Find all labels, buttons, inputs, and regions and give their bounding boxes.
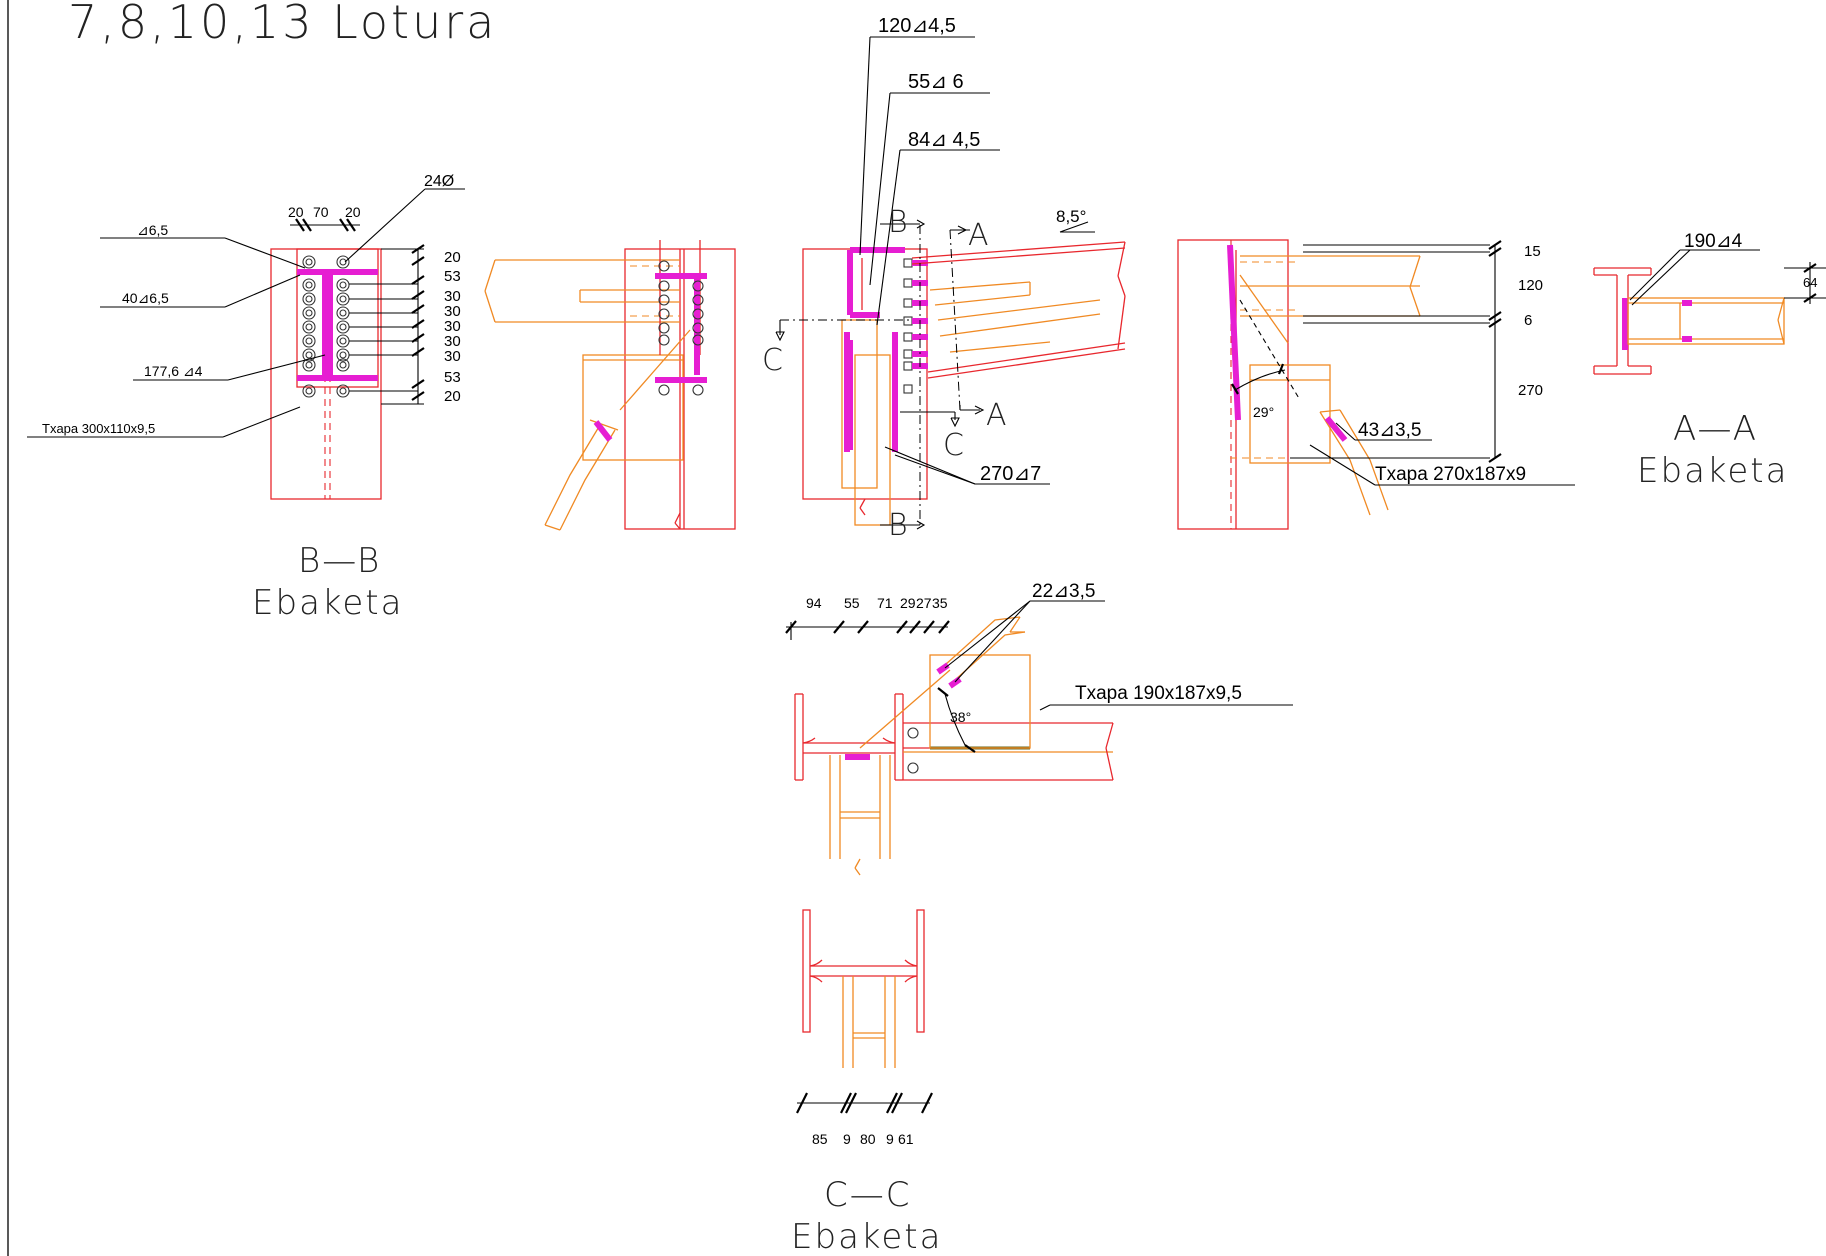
weld-label-120: 120⊿4,5 bbox=[878, 15, 956, 37]
plan-dim-94: 94 bbox=[806, 595, 822, 611]
aa-section-view bbox=[1593, 249, 1826, 375]
plan-dim-35: 35 bbox=[932, 595, 948, 611]
drawing-title: 7,8,10,13 Lotura bbox=[68, 0, 497, 49]
cc-view-labels: 85 9 80 9 61 C—C Ebaketa bbox=[791, 1131, 942, 1256]
aa-dim-64: 64 bbox=[1803, 275, 1817, 290]
plan-dim-29: 29 bbox=[900, 595, 916, 611]
bb-section-view bbox=[27, 188, 465, 500]
cut-a-top: A bbox=[968, 218, 989, 253]
brace-elevation-view bbox=[1177, 239, 1575, 530]
main-elevation-labels: 120⊿4,5 55⊿ 6 84⊿ 4,5 270⊿7 8,5° B B A A… bbox=[762, 15, 1086, 543]
aa-section-name: A—A bbox=[1673, 409, 1758, 449]
brace-weld-label: 43⊿3,5 bbox=[1358, 420, 1421, 441]
brace-plate-label: Txapa 270x187x9 bbox=[1375, 464, 1526, 485]
cc-dim-9a: 9 bbox=[843, 1131, 851, 1147]
plan-angle-label: 38° bbox=[950, 709, 971, 725]
cut-c-bottom: C bbox=[943, 428, 964, 463]
main-elevation-view bbox=[775, 36, 1126, 530]
cut-a-bottom: A bbox=[986, 398, 1007, 433]
bb-weld-label-1: ⊿6,5 bbox=[137, 222, 168, 238]
brace-dim-15: 15 bbox=[1524, 243, 1541, 260]
cc-dim-61: 61 bbox=[898, 1131, 914, 1147]
plan-weld-label: 22⊿3,5 bbox=[1032, 581, 1095, 602]
bb-section-name: B—B bbox=[298, 541, 381, 581]
plan-view bbox=[785, 600, 1293, 876]
plan-dim-55: 55 bbox=[844, 595, 860, 611]
cut-c-top: C bbox=[762, 343, 783, 378]
weld-label-270: 270⊿7 bbox=[980, 463, 1041, 485]
plan-plate-label: Txapa 190x187x9,5 bbox=[1075, 683, 1242, 704]
bb-dim-right-1: 20 bbox=[444, 249, 461, 266]
bb-section-caption: Ebaketa bbox=[252, 583, 403, 623]
cut-b-bottom: B bbox=[888, 508, 908, 543]
cc-dim-9b: 9 bbox=[886, 1131, 894, 1147]
bb-weld-label-2: 40⊿6,5 bbox=[122, 290, 169, 306]
bb-bolt-dia-label: 24Ø bbox=[424, 173, 454, 190]
bb-dimension-labels: 20 70 20 20 53 30 30 30 30 30 53 20 24Ø … bbox=[42, 173, 461, 623]
brace-angle-label: 29° bbox=[1253, 404, 1274, 420]
bb-dim-right-9: 20 bbox=[444, 388, 461, 405]
bb-dim-right-2: 53 bbox=[444, 268, 461, 285]
bb-dim-right-7: 30 bbox=[444, 348, 461, 365]
bb-dim-top-2: 70 bbox=[313, 204, 329, 220]
brace-view-labels: 29° 43⊿3,5 Txapa 270x187x9 15 120 6 270 bbox=[1253, 243, 1543, 485]
plan-dim-71: 71 bbox=[877, 595, 893, 611]
slope-label: 8,5° bbox=[1056, 207, 1086, 226]
aa-view-labels: 190⊿4 64 A—A Ebaketa bbox=[1637, 231, 1817, 491]
weld-label-55: 55⊿ 6 bbox=[908, 71, 964, 93]
weld-label-84: 84⊿ 4,5 bbox=[908, 129, 980, 151]
aa-section-caption: Ebaketa bbox=[1637, 451, 1788, 491]
bb-weld-label-3: 177,6 ⊿4 bbox=[144, 363, 203, 379]
brace-dim-270: 270 bbox=[1518, 382, 1543, 399]
brace-dim-120: 120 bbox=[1518, 277, 1543, 294]
brace-dim-6: 6 bbox=[1524, 312, 1532, 329]
bb-plate-label: Txapa 300x110x9,5 bbox=[42, 421, 155, 436]
aa-weld-label: 190⊿4 bbox=[1684, 231, 1743, 252]
cc-section-caption: Ebaketa bbox=[791, 1217, 942, 1256]
plan-dim-27: 27 bbox=[916, 595, 932, 611]
bb-dim-top-1: 20 bbox=[288, 204, 304, 220]
bb-dim-right-6: 30 bbox=[444, 333, 461, 350]
bb-dim-right-5: 30 bbox=[444, 318, 461, 335]
cc-dim-80: 80 bbox=[860, 1131, 876, 1147]
bb-dim-right-4: 30 bbox=[444, 303, 461, 320]
side-view bbox=[484, 240, 736, 531]
cc-dim-85: 85 bbox=[812, 1131, 828, 1147]
cc-section-view bbox=[796, 909, 933, 1114]
bb-dim-right-8: 53 bbox=[444, 369, 461, 386]
bb-dim-top-3: 20 bbox=[345, 204, 361, 220]
plan-view-labels: 94 55 71 29 27 35 22⊿3,5 Txapa 190x187x9… bbox=[806, 581, 1242, 725]
cut-b-top: B bbox=[888, 205, 908, 240]
cc-section-name: C—C bbox=[824, 1175, 911, 1215]
bb-dim-right-3: 30 bbox=[444, 288, 461, 305]
